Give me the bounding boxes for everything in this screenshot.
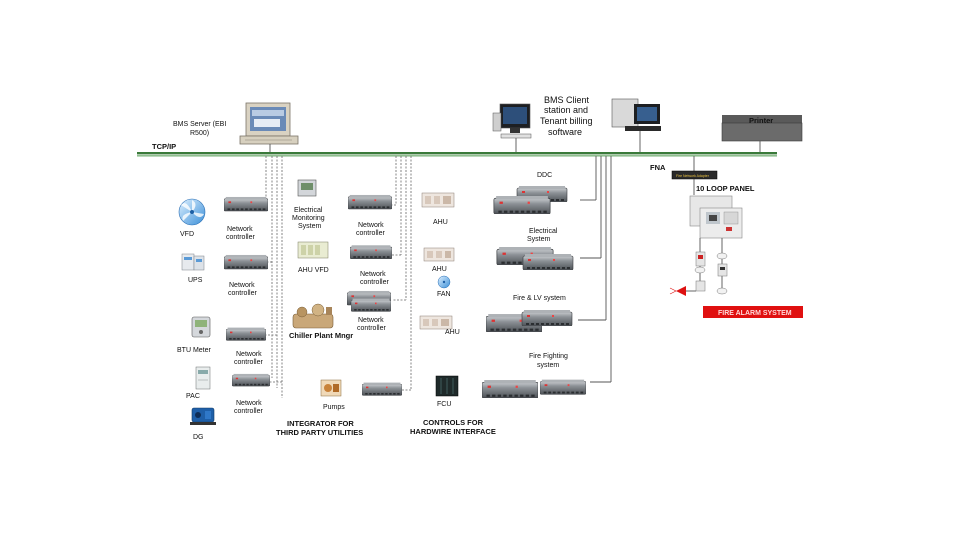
fire-fighting-line1: Fire Fighting <box>529 353 568 360</box>
right-drop-wires <box>578 156 612 383</box>
printer-icon <box>721 115 803 152</box>
mid-controller-1 <box>348 194 392 210</box>
printer-label: Printer <box>749 116 773 125</box>
electrical-line1: Electrical <box>529 228 558 235</box>
fire-lv-label: Fire & LV system <box>513 295 566 302</box>
ahu-unit-3-icon <box>419 315 453 330</box>
fire-alarm-banner <box>703 306 803 318</box>
nc3-line1: Network <box>236 351 262 358</box>
nc2-line1: Network <box>229 282 255 289</box>
ups-label: UPS <box>188 277 203 284</box>
server-label-line1: BMS Server (EBI <box>173 121 226 128</box>
mid-controller-3 <box>347 290 391 312</box>
integrator-caption-line2: THIRD PARTY UTILITIES <box>276 428 363 437</box>
controls-caption-line2: HARDWIRE INTERFACE <box>410 427 496 436</box>
pumps-label: Pumps <box>323 404 345 411</box>
ahu2-label: AHU <box>432 266 447 273</box>
ahu3-label: AHU <box>445 329 460 336</box>
nc2-line2: controller <box>228 290 257 297</box>
ahu-unit-1-icon <box>421 192 455 208</box>
nc4-line1: Network <box>236 400 262 407</box>
btu-meter-label: BTU Meter <box>177 347 212 354</box>
dg-generator-icon <box>190 407 216 425</box>
nc1-line2: controller <box>226 234 255 241</box>
fcu-icon <box>435 375 459 397</box>
client-workstation-2-icon <box>611 98 661 152</box>
integrator-caption-line1: INTEGRATOR FOR <box>287 419 354 428</box>
elec-mon-line3: System <box>298 223 322 230</box>
ahu-vfd-label: AHU VFD <box>298 267 329 274</box>
network-controller-1 <box>224 196 268 212</box>
fan-icon <box>437 275 451 289</box>
fna-label: FNA <box>650 163 666 172</box>
vfd-label: VFD <box>180 231 194 238</box>
fire-fighting-controllers <box>482 379 586 398</box>
elec-mon-line1: Electrical <box>294 207 323 214</box>
left-drop-wires <box>262 156 283 398</box>
controls-caption-line1: CONTROLS FOR <box>423 418 484 427</box>
mid-nc2-line2: controller <box>360 279 389 286</box>
pac-label: PAC <box>186 393 200 400</box>
client-label-line3: Tenant billing <box>540 116 593 126</box>
fire-panel-label: 10 LOOP PANEL <box>696 184 755 193</box>
client-label-line2: station and <box>544 105 588 115</box>
ahu-unit-2-icon <box>423 247 455 262</box>
dg-label: DG <box>193 434 204 441</box>
fire-fighting-line2: system <box>537 362 559 369</box>
mid-nc1-line2: controller <box>356 230 385 237</box>
ahu-vfd-panel-icon <box>297 241 329 259</box>
nc4-line2: controller <box>234 408 263 415</box>
ups-icon <box>181 253 205 271</box>
mid-nc2-line1: Network <box>360 271 386 278</box>
fcu-label: FCU <box>437 401 451 408</box>
fire-field-devices <box>669 251 728 296</box>
chiller-plant-icon <box>292 303 334 329</box>
fire-lv-controllers <box>486 310 573 332</box>
vfd-fan-icon <box>178 198 206 226</box>
ddc-controllers <box>493 186 568 214</box>
network-controller-2 <box>224 254 268 270</box>
fna-device-text: Fire Network Adapter <box>676 174 710 178</box>
electrical-controllers <box>496 247 574 270</box>
mid-nc3-line2: controller <box>357 325 386 332</box>
nc3-line2: controller <box>234 359 263 366</box>
mid-controller-2 <box>350 244 392 260</box>
pumps-icon <box>320 379 342 397</box>
fna-device-icon: Fire Network Adapter <box>671 156 718 180</box>
pumps-controller <box>362 382 402 396</box>
client-workstation-icon <box>492 103 532 152</box>
pac-unit-icon <box>195 366 211 390</box>
client-label-line1: BMS Client <box>544 95 590 105</box>
fan-label: FAN <box>437 291 451 298</box>
electrical-line2: System <box>527 236 551 243</box>
bms-server-icon <box>239 102 299 152</box>
mid-drop-wires <box>392 156 412 391</box>
elec-mon-line2: Monitoring <box>292 215 325 222</box>
fire-alarm-panel-icon <box>689 179 743 290</box>
ahu1-label: AHU <box>433 219 448 226</box>
chiller-label: Chiller Plant Mngr <box>289 331 353 340</box>
server-label-line2: R500) <box>190 130 209 137</box>
mid-nc3-line1: Network <box>358 317 384 324</box>
electrical-monitoring-meter-icon <box>297 179 317 197</box>
fire-alarm-banner-text: FIRE ALARM SYSTEM <box>718 310 792 317</box>
fire-siren-icon <box>676 286 686 296</box>
btu-meter-icon <box>191 316 211 338</box>
tcp-ip-label: TCP/IP <box>152 142 176 151</box>
mid-nc1-line1: Network <box>358 222 384 229</box>
tcp-ip-bus <box>137 152 777 157</box>
network-controller-4 <box>232 373 270 387</box>
nc1-line1: Network <box>227 226 253 233</box>
client-label-line4: software <box>548 127 582 137</box>
ddc-label: DDC <box>537 172 552 179</box>
network-controller-3 <box>226 327 266 341</box>
